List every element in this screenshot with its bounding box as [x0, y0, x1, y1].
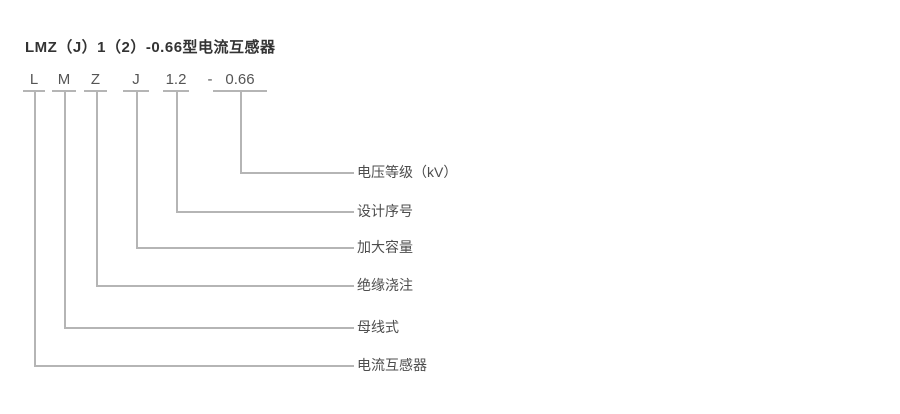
code-item-l: L — [23, 70, 45, 92]
code-separator-dash: - — [207, 71, 213, 88]
label-cast-insulation: 绝缘浇注 — [357, 277, 413, 293]
code-item-z: Z — [84, 70, 107, 92]
code-item-0-66: 0.66 — [213, 70, 267, 92]
code-item-m: M — [52, 70, 76, 92]
code-item-1-2: 1.2 — [163, 70, 189, 92]
code-item-j: J — [123, 70, 149, 92]
label-design-serial: 设计序号 — [357, 203, 413, 219]
diagram-title: LMZ（J）1（2）-0.66型电流互感器 — [25, 39, 276, 56]
connector-line-busbar-type — [64, 92, 354, 329]
connector-line-cast-insulation — [96, 92, 354, 287]
connector-line-voltage-class — [240, 92, 354, 174]
connector-line-increased-capacity — [136, 92, 354, 249]
label-voltage-class: 电压等级（kV） — [357, 164, 458, 180]
connector-line-current-transformer — [34, 92, 354, 367]
connector-line-design-serial — [176, 92, 354, 213]
label-busbar-type: 母线式 — [357, 319, 399, 335]
label-increased-capacity: 加大容量 — [357, 239, 413, 255]
label-current-transformer: 电流互感器 — [357, 357, 427, 373]
